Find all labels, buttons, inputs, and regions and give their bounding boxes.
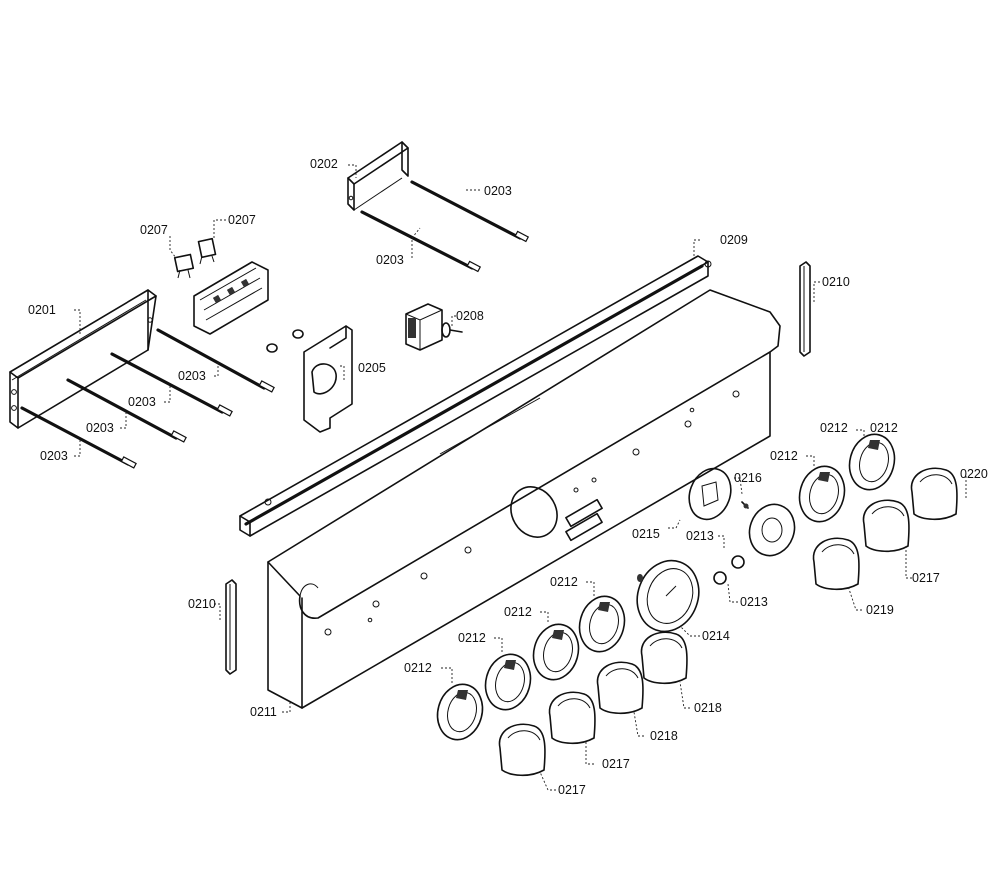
callout-0203: 0203 <box>128 395 156 409</box>
callout-0203: 0203 <box>86 421 114 435</box>
knob-0212-2 <box>484 653 532 711</box>
callout-0220: 0220 <box>960 467 988 481</box>
callout-0205: 0205 <box>358 361 386 375</box>
cap-0217-1 <box>498 723 546 777</box>
callout-0212: 0212 <box>870 421 898 435</box>
callout-0208: 0208 <box>456 309 484 323</box>
callout-0209: 0209 <box>720 233 748 247</box>
part-0210-side-bracket-left <box>225 579 237 675</box>
part-0214-timer <box>636 559 700 633</box>
callout-0207: 0207 <box>228 213 256 227</box>
part-knob-caps <box>498 467 958 777</box>
knob-0212-4 <box>578 595 626 653</box>
callout-0215: 0215 <box>632 527 660 541</box>
callout-0212: 0212 <box>770 449 798 463</box>
part-0201-left-bracket <box>9 289 157 429</box>
cap-0219 <box>812 537 860 591</box>
part-0215-bezel-plate <box>688 467 732 521</box>
part-0203-rods-left <box>20 328 275 469</box>
callout-0201: 0201 <box>28 303 56 317</box>
knob-0212-3 <box>532 623 580 681</box>
callout-0203: 0203 <box>484 184 512 198</box>
knob-0212-5 <box>798 465 846 523</box>
part-0212-knobs <box>436 433 896 741</box>
callout-0214: 0214 <box>702 629 730 643</box>
callout-0210: 0210 <box>188 597 216 611</box>
part-0210-side-bracket-right <box>799 261 811 357</box>
callout-0212: 0212 <box>504 605 532 619</box>
cap-0218-2 <box>640 631 688 685</box>
part-0205-bracket-plate <box>303 325 353 433</box>
small-nuts <box>266 329 304 353</box>
knob-0212-6 <box>848 433 896 491</box>
callout-labels: 0201 0202 0203 0203 0203 0203 0203 0203 … <box>28 157 988 797</box>
callout-0203: 0203 <box>376 253 404 267</box>
part-0202-top-bracket <box>347 141 409 211</box>
cap-0220 <box>910 467 958 521</box>
part-0208-rotary-switch <box>405 303 463 351</box>
callout-0210: 0210 <box>822 275 850 289</box>
callout-0217: 0217 <box>558 783 586 797</box>
callout-0213: 0213 <box>740 595 768 609</box>
part-0213-spacers <box>713 555 745 585</box>
center-dial <box>748 503 796 557</box>
cap-0217-3 <box>862 499 910 553</box>
callout-0212: 0212 <box>820 421 848 435</box>
callout-0211: 0211 <box>250 705 277 719</box>
callout-0212: 0212 <box>404 661 432 675</box>
callout-0217: 0217 <box>912 571 940 585</box>
callout-0218: 0218 <box>694 701 722 715</box>
leader-lines <box>74 164 967 791</box>
callout-0203: 0203 <box>40 449 68 463</box>
callout-0203: 0203 <box>178 369 206 383</box>
callout-0207: 0207 <box>140 223 168 237</box>
part-0216-screw <box>741 501 749 509</box>
callout-0216: 0216 <box>734 471 762 485</box>
cap-0217-2 <box>548 691 596 745</box>
callout-0202: 0202 <box>310 157 338 171</box>
part-0203-rods-top <box>360 180 530 273</box>
callout-0213: 0213 <box>686 529 714 543</box>
callout-0217: 0217 <box>602 757 630 771</box>
cap-0218-1 <box>596 661 644 715</box>
callout-0218: 0218 <box>650 729 678 743</box>
part-0211-control-panel <box>267 289 781 709</box>
callout-0212: 0212 <box>458 631 486 645</box>
part-0207-switches <box>173 237 269 335</box>
knob-0212-1 <box>436 683 484 741</box>
callout-0219: 0219 <box>866 603 894 617</box>
callout-0212: 0212 <box>550 575 578 589</box>
part-0209-trim-rail <box>239 255 712 537</box>
